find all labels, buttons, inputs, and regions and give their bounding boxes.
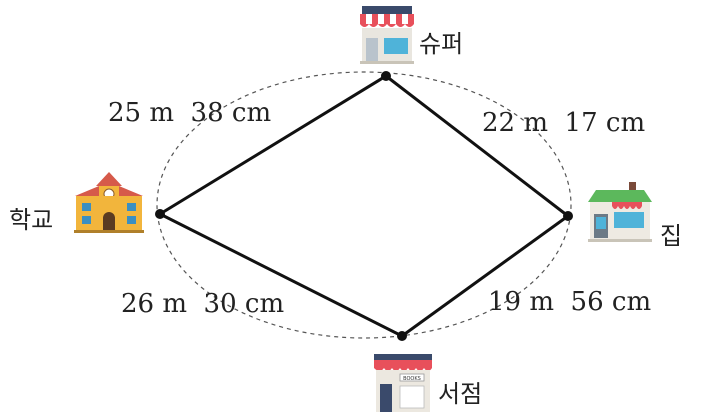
vertex-bookstore [397,331,407,341]
edge-supermarket-home [385,74,569,218]
vertex-home [563,211,573,221]
place-label-school: 학교 [9,206,53,234]
distance-label-school-supermarket: 25 m 38 cm [108,98,271,128]
edge-home-bookstore [401,214,569,338]
vertex-supermarket [381,71,391,81]
dashed-route-ellipse [156,71,572,339]
place-label-supermarket: 슈퍼 [419,30,463,58]
supermarket-icon [360,6,414,64]
vertex-school [155,209,165,219]
place-label-bookstore: 서점 [438,380,482,408]
place-label-home: 집 [660,222,682,250]
bookstore-sign-text: BOOKS [403,376,421,382]
edge-bookstore-school [159,212,403,338]
distance-label-bookstore-home: 19 m 56 cm [488,287,651,317]
home-icon [588,182,652,242]
distance-label-supermarket-home: 22 m 17 cm [482,108,645,138]
distance-label-school-bookstore: 26 m 30 cm [121,289,284,319]
bookstore-icon: BOOKS [374,354,432,412]
school-icon [74,172,144,233]
edge-school-supermarket [159,74,387,216]
